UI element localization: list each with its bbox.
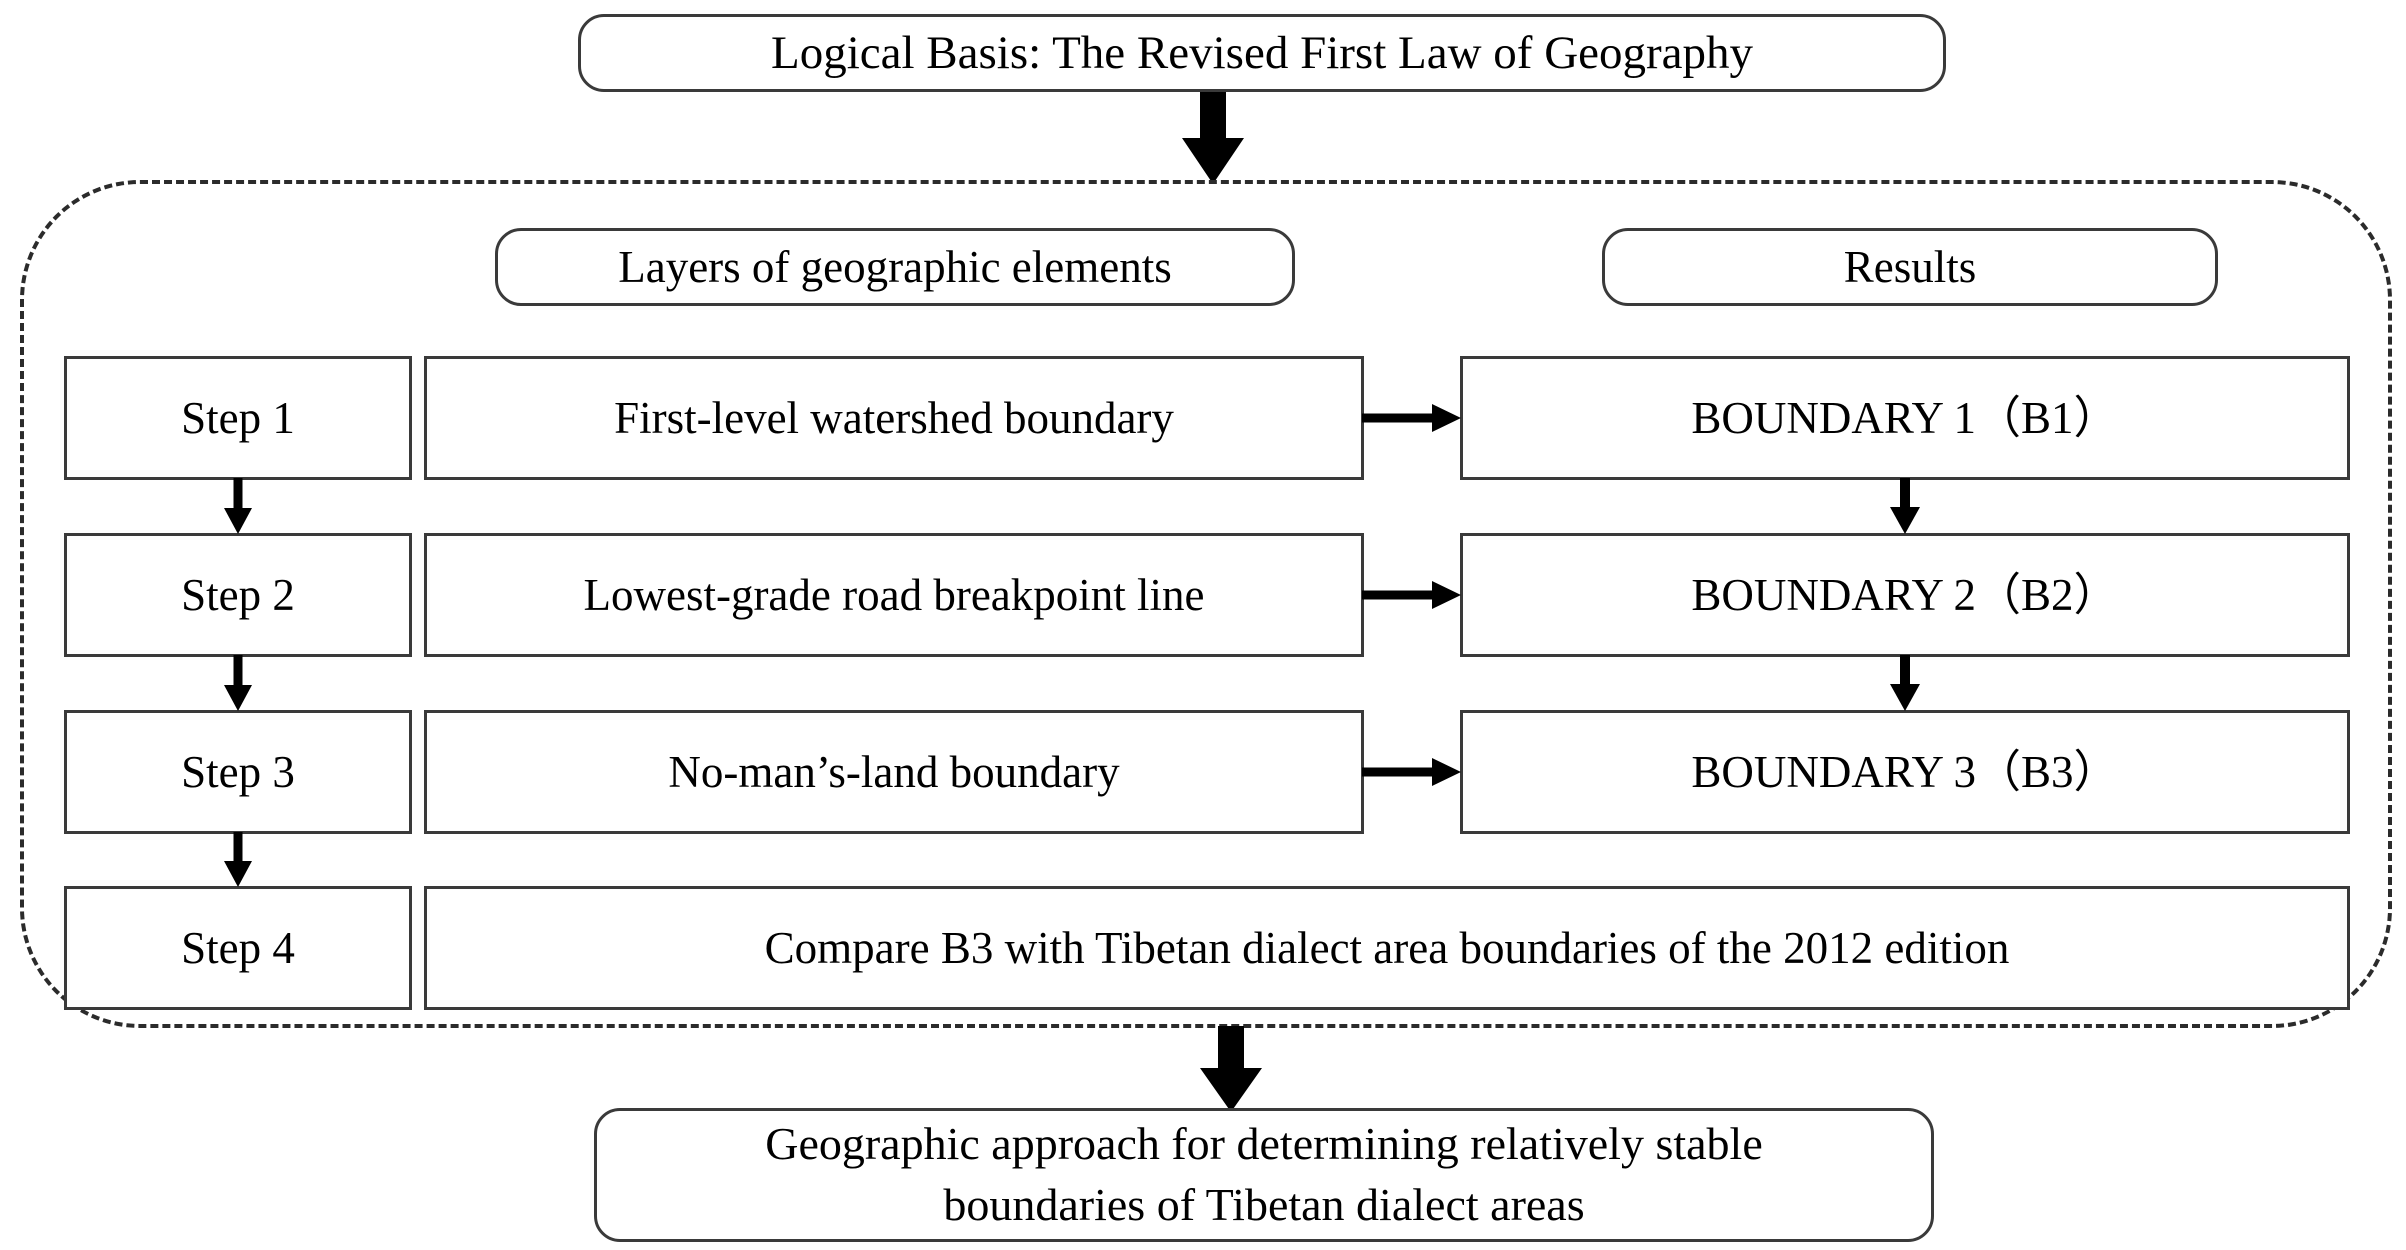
step-box-4: Step 4	[64, 886, 412, 1010]
result-connector-arrow-1-icon	[1890, 478, 1920, 534]
layer-box-2: Lowest-grade road breakpoint line	[424, 533, 1364, 657]
step-box-1: Step 1	[64, 356, 412, 480]
layer-label-4: Compare B3 with Tibetan dialect area bou…	[764, 922, 2010, 973]
process-container	[20, 180, 2392, 1028]
header-layers-of-geographic-elements: Layers of geographic elements	[495, 228, 1295, 306]
result-label-1: BOUNDARY 1（B1）	[1691, 392, 2119, 443]
layer-label-2: Lowest-grade road breakpoint line	[583, 569, 1205, 620]
result-box-1: BOUNDARY 1（B1）	[1460, 356, 2350, 480]
step-label-4: Step 4	[181, 922, 295, 973]
layer-to-result-arrow-2-icon	[1362, 581, 1461, 609]
layer-box-3: No-man’s-land boundary	[424, 710, 1364, 834]
header-results: Results	[1602, 228, 2218, 306]
layer-box-4: Compare B3 with Tibetan dialect area bou…	[424, 886, 2350, 1010]
layer-label-1: First-level watershed boundary	[614, 392, 1174, 443]
logical-basis-box: Logical Basis: The Revised First Law of …	[578, 14, 1946, 92]
header-layers-label: Layers of geographic elements	[618, 241, 1172, 292]
logical-basis-label: Logical Basis: The Revised First Law of …	[770, 26, 1754, 79]
step-connector-arrow-3-icon	[224, 832, 252, 887]
step-label-1: Step 1	[181, 392, 295, 443]
result-box-2: BOUNDARY 2（B2）	[1460, 533, 2350, 657]
step-box-3: Step 3	[64, 710, 412, 834]
header-results-label: Results	[1843, 241, 1977, 292]
step-label-3: Step 3	[181, 746, 295, 797]
layer-label-3: No-man’s-land boundary	[668, 746, 1120, 797]
result-connector-arrow-2-icon	[1890, 655, 1920, 711]
step-label-2: Step 2	[181, 569, 295, 620]
result-box-3: BOUNDARY 3（B3）	[1460, 710, 2350, 834]
conclusion-line-1: Geographic approach for determining rela…	[765, 1118, 1763, 1170]
layer-to-result-arrow-1-icon	[1362, 404, 1461, 432]
layer-to-result-arrow-3-icon	[1362, 758, 1461, 786]
result-label-3: BOUNDARY 3（B3）	[1691, 746, 2119, 797]
step-box-2: Step 2	[64, 533, 412, 657]
step-connector-arrow-1-icon	[224, 478, 252, 534]
step-connector-arrow-2-icon	[224, 655, 252, 711]
layer-box-1: First-level watershed boundary	[424, 356, 1364, 480]
top-block-arrow-icon	[1182, 92, 1244, 184]
conclusion-line-2: boundaries of Tibetan dialect areas	[943, 1179, 1585, 1230]
result-label-2: BOUNDARY 2（B2）	[1691, 569, 2119, 620]
bottom-block-arrow-icon	[1200, 1026, 1262, 1112]
conclusion-box: Geographic approach for determining rela…	[594, 1108, 1934, 1242]
